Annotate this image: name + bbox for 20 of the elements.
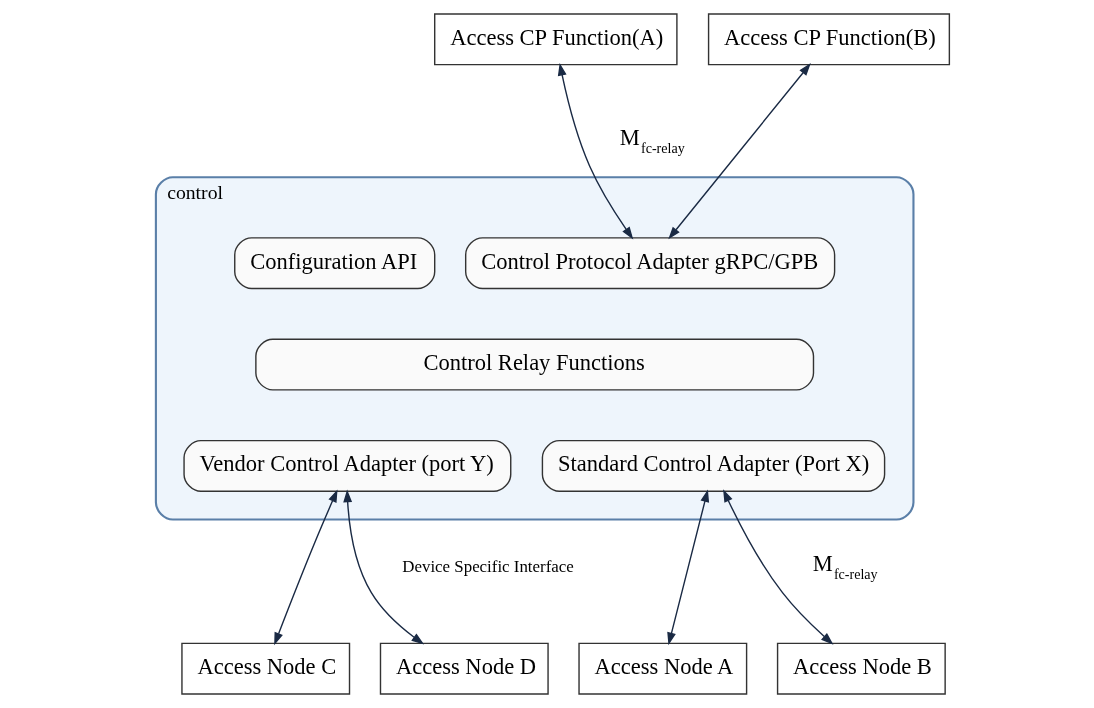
arrow — [557, 62, 634, 240]
node-box: Vendor Control Adapter (port Y) — [183, 439, 512, 492]
node-box: Access CP Function(A) — [434, 13, 678, 66]
node-box: Standard Control Adapter (Port X) — [541, 439, 886, 492]
node-box: Access Node C — [181, 642, 351, 695]
arrow — [723, 489, 834, 645]
arrow — [667, 489, 710, 646]
node-box: Control Protocol Adapter gRPC/GPB — [464, 237, 836, 290]
arrow — [343, 489, 425, 645]
node-box: Configuration API — [234, 237, 436, 290]
arrow — [668, 63, 811, 240]
label: Device Specific Interface — [402, 556, 574, 576]
label: M$_{fc-relay}$ — [619, 124, 685, 156]
node-box: Access CP Function(B) — [707, 13, 951, 66]
label: M$_{fc-relay}$ — [812, 551, 878, 583]
node-box: Access Node B — [776, 642, 946, 695]
node-box: Access Node D — [379, 642, 549, 695]
node-box: Access Node A — [578, 642, 748, 695]
node-box: Control Relay Functions — [255, 338, 815, 391]
arrow — [274, 489, 338, 646]
